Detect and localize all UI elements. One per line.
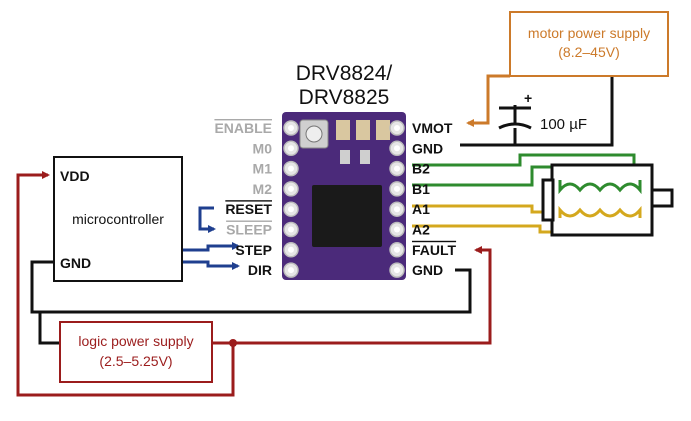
pin-label-m1: M1 [253,161,273,177]
pin-label-reset: RESET [225,201,272,217]
coil-b-icon [558,180,642,195]
capacitor: + 100 µF [498,90,587,133]
pin-pads [283,120,405,278]
title-line2: DRV8825 [299,86,390,109]
pin-hole [288,125,294,131]
logic-supply-line2: (2.5–5.25V) [99,353,172,369]
logic-supply-line1: logic power supply [78,333,193,349]
pin-hole [394,185,400,192]
pin-label-enable: ENABLE [214,120,272,136]
pin-hole [288,206,294,213]
pin-label-gnd-logic: GND [412,262,443,278]
microcontroller: VDD microcontroller GND [53,156,183,282]
pin-hole [394,145,400,152]
pin-label-m2: M2 [253,181,273,197]
dir-wire [182,260,240,270]
pin-label-b2: B2 [412,161,430,177]
capacitor-plus: + [524,90,532,106]
motor-supply-line1: motor power supply [528,25,650,41]
pin-label-a1: A1 [412,201,430,217]
pin-label-sleep: SLEEP [226,222,272,238]
microcontroller-vdd: VDD [60,168,90,184]
b1-wire [412,165,554,187]
motor-power-supply: motor power supply (8.2–45V) [509,11,669,77]
logic-power-supply: logic power supply (2.5–5.25V) [59,321,213,383]
pin-hole [288,226,294,233]
pin-label-fault: FAULT [412,242,457,258]
microcontroller-label: microcontroller [72,211,164,227]
b2-wire [412,153,636,180]
wires [16,74,636,397]
pin-hole [288,165,294,172]
title-line1: DRV8824/ [296,62,393,85]
motor-supply-line2: (8.2–45V) [558,44,619,60]
pin-hole [288,246,294,253]
pin-hole [288,267,294,274]
pin-hole [394,267,400,274]
pin-hole [288,185,294,192]
pin-label-b1: B1 [412,181,430,197]
pin-hole [394,226,400,233]
capacitor-value: 100 µF [540,116,587,133]
pin-label-gnd-motor: GND [412,140,443,156]
pin-hole [394,165,400,172]
a1-wire [412,204,552,214]
step-wire [182,242,240,252]
coil-a-icon [558,205,642,218]
vmot-wire [466,74,510,127]
pin-hole [394,206,400,213]
fault-wire [233,246,492,345]
pin-hole [394,246,400,253]
pin-label-a2: A2 [412,222,430,238]
logic-gnd-wire [30,260,472,314]
pin-hole [288,145,294,152]
microcontroller-gnd: GND [60,255,91,271]
logic-supply-gnd-lead [38,312,60,345]
pin-label-vmot: VMOT [412,120,453,136]
pin-hole [394,125,400,131]
motor-gnd-wire [460,76,614,147]
pin-label-m0: M0 [253,140,273,156]
stepper-motor-icon [541,163,674,237]
pin-label-dir: DIR [248,262,272,278]
driver-board [282,112,406,280]
logic-junction-dot [229,339,237,347]
pin-label-step: STEP [235,242,272,258]
reset-sleep-jumper [198,206,216,233]
